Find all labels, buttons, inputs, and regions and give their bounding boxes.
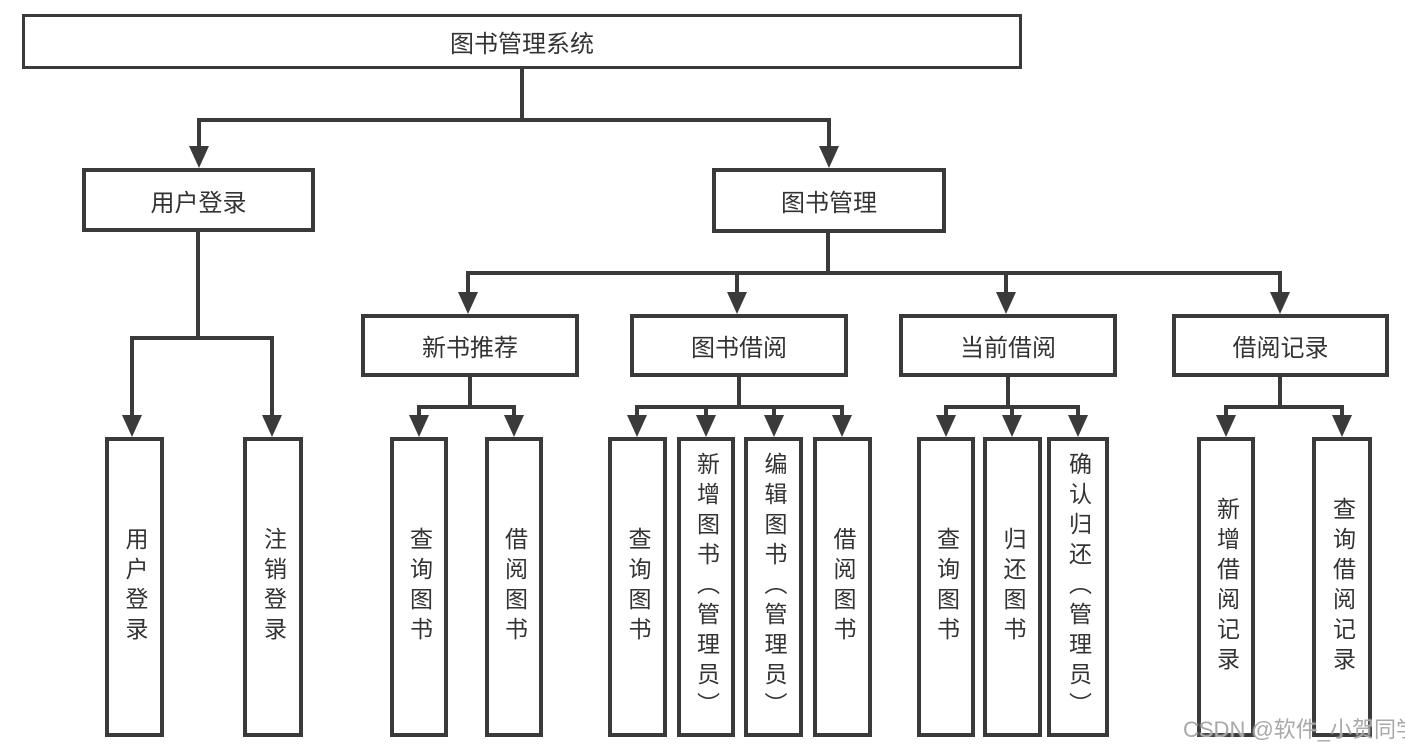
connector-current-drop-3 xyxy=(1076,405,1080,419)
leaf-records-query: 查询借阅记录 xyxy=(1312,437,1372,737)
node-user-login: 用户登录 xyxy=(82,168,315,232)
connector-borrow-drop-3 xyxy=(772,405,776,419)
arrowhead-borrow-records xyxy=(1270,292,1290,314)
leaf-current-confirm-return-label: 确认归还（管理员） xyxy=(1065,452,1092,722)
leaf-borrow-query: 查询图书 xyxy=(608,437,667,737)
connector-records-drop-2 xyxy=(1340,405,1344,419)
arrowhead-book-borrow xyxy=(727,292,747,314)
leaf-current-query: 查询图书 xyxy=(917,437,975,737)
leaf-records-add: 新增借阅记录 xyxy=(1197,437,1255,737)
connector-current-drop-2 xyxy=(1010,405,1014,419)
arrowhead-borrow-borrow xyxy=(832,415,852,437)
connector-mgmt-drop-2 xyxy=(735,271,739,294)
arrowhead-current-query xyxy=(936,415,956,437)
leaf-current-confirm-return: 确认归还（管理员） xyxy=(1047,437,1109,737)
connector-mgmt-stem xyxy=(826,233,830,273)
leaf-newbooks-borrow: 借阅图书 xyxy=(485,437,543,737)
connector-login-rail xyxy=(130,336,274,340)
connector-borrow-rail xyxy=(635,405,844,409)
connector-mgmt-drop-3 xyxy=(1004,271,1008,294)
connector-borrow-drop-4 xyxy=(840,405,844,419)
node-new-books-label: 新书推荐 xyxy=(422,335,518,362)
connector-root-rail xyxy=(197,118,831,122)
node-borrow-records: 借阅记录 xyxy=(1172,314,1389,377)
leaf-newbooks-query-label: 查询图书 xyxy=(406,527,433,647)
connector-borrow-drop-1 xyxy=(635,405,639,419)
leaf-borrow-borrow-label: 借阅图书 xyxy=(830,527,856,647)
leaf-borrow-query-label: 查询图书 xyxy=(625,527,651,647)
arrowhead-records-add xyxy=(1216,415,1236,437)
leaf-logout-label: 注销登录 xyxy=(260,527,287,647)
arrowhead-current-confirm xyxy=(1068,415,1088,437)
connector-login-stem xyxy=(196,232,200,338)
node-current-borrow-label: 当前借阅 xyxy=(960,335,1056,362)
leaf-borrow-add-label: 新增图书（管理员） xyxy=(693,452,720,722)
connector-records-rail xyxy=(1224,405,1344,409)
leaf-borrow-add: 新增图书（管理员） xyxy=(677,437,735,737)
connector-newbooks-stem xyxy=(468,377,472,407)
connector-root-drop-right xyxy=(827,118,831,148)
leaf-borrow-edit: 编辑图书（管理员） xyxy=(744,437,803,737)
connector-mgmt-rail xyxy=(466,271,1282,275)
leaf-current-return: 归还图书 xyxy=(983,437,1042,737)
node-borrow-records-label: 借阅记录 xyxy=(1232,335,1329,362)
connector-records-drop-1 xyxy=(1224,405,1228,419)
connector-newbooks-drop-2 xyxy=(512,405,516,419)
connector-login-drop-2 xyxy=(270,336,274,417)
connector-current-stem xyxy=(1006,377,1010,407)
node-user-login-label: 用户登录 xyxy=(150,189,247,217)
node-current-borrow: 当前借阅 xyxy=(899,314,1117,377)
connector-mgmt-drop-1 xyxy=(466,271,470,294)
connector-login-drop-1 xyxy=(130,336,134,417)
arrowhead-newbooks-borrow xyxy=(504,415,524,437)
leaf-current-query-label: 查询图书 xyxy=(933,527,960,647)
leaf-current-return-label: 归还图书 xyxy=(1000,527,1026,647)
leaf-records-query-label: 查询借阅记录 xyxy=(1329,497,1356,677)
watermark: CSDN @软件_小贺同学 xyxy=(1183,717,1405,742)
arrowhead-current-borrow xyxy=(996,292,1016,314)
arrowhead-leaf-logout xyxy=(262,415,282,437)
node-root-label: 图书管理系统 xyxy=(450,31,594,58)
connector-root-stem xyxy=(520,69,524,118)
node-book-management: 图书管理 xyxy=(712,168,946,233)
arrowhead-leaf-user-login xyxy=(122,415,142,437)
leaf-newbooks-query: 查询图书 xyxy=(390,437,448,737)
connector-borrow-drop-2 xyxy=(704,405,708,419)
arrowhead-borrow-edit xyxy=(764,415,784,437)
connector-records-stem xyxy=(1278,377,1282,407)
connector-root-drop-left xyxy=(197,118,201,148)
arrowhead-new-books xyxy=(458,292,478,314)
arrowhead-borrow-query xyxy=(627,415,647,437)
arrowhead-newbooks-query xyxy=(409,415,429,437)
arrowhead-user-login xyxy=(189,146,209,168)
arrowhead-current-return xyxy=(1002,415,1022,437)
node-book-borrow-label: 图书借阅 xyxy=(691,335,787,362)
leaf-user-login: 用户登录 xyxy=(105,437,164,737)
node-book-management-label: 图书管理 xyxy=(781,190,877,217)
leaf-logout: 注销登录 xyxy=(243,437,303,737)
node-root: 图书管理系统 xyxy=(22,14,1022,69)
leaf-borrow-edit-label: 编辑图书（管理员） xyxy=(761,452,787,722)
connector-borrow-stem xyxy=(737,377,741,407)
connector-newbooks-drop-1 xyxy=(417,405,421,419)
node-new-books: 新书推荐 xyxy=(361,314,579,377)
leaf-user-login-label: 用户登录 xyxy=(122,527,148,647)
connector-mgmt-drop-4 xyxy=(1278,271,1282,294)
leaf-newbooks-borrow-label: 借阅图书 xyxy=(501,527,528,647)
arrowhead-borrow-add xyxy=(696,415,716,437)
node-book-borrow: 图书借阅 xyxy=(630,314,848,377)
arrowhead-book-management xyxy=(819,146,839,168)
connector-current-drop-1 xyxy=(944,405,948,419)
leaf-borrow-borrow: 借阅图书 xyxy=(813,437,872,737)
connector-newbooks-rail xyxy=(417,405,516,409)
leaf-records-add-label: 新增借阅记录 xyxy=(1213,497,1240,677)
arrowhead-records-query xyxy=(1332,415,1352,437)
